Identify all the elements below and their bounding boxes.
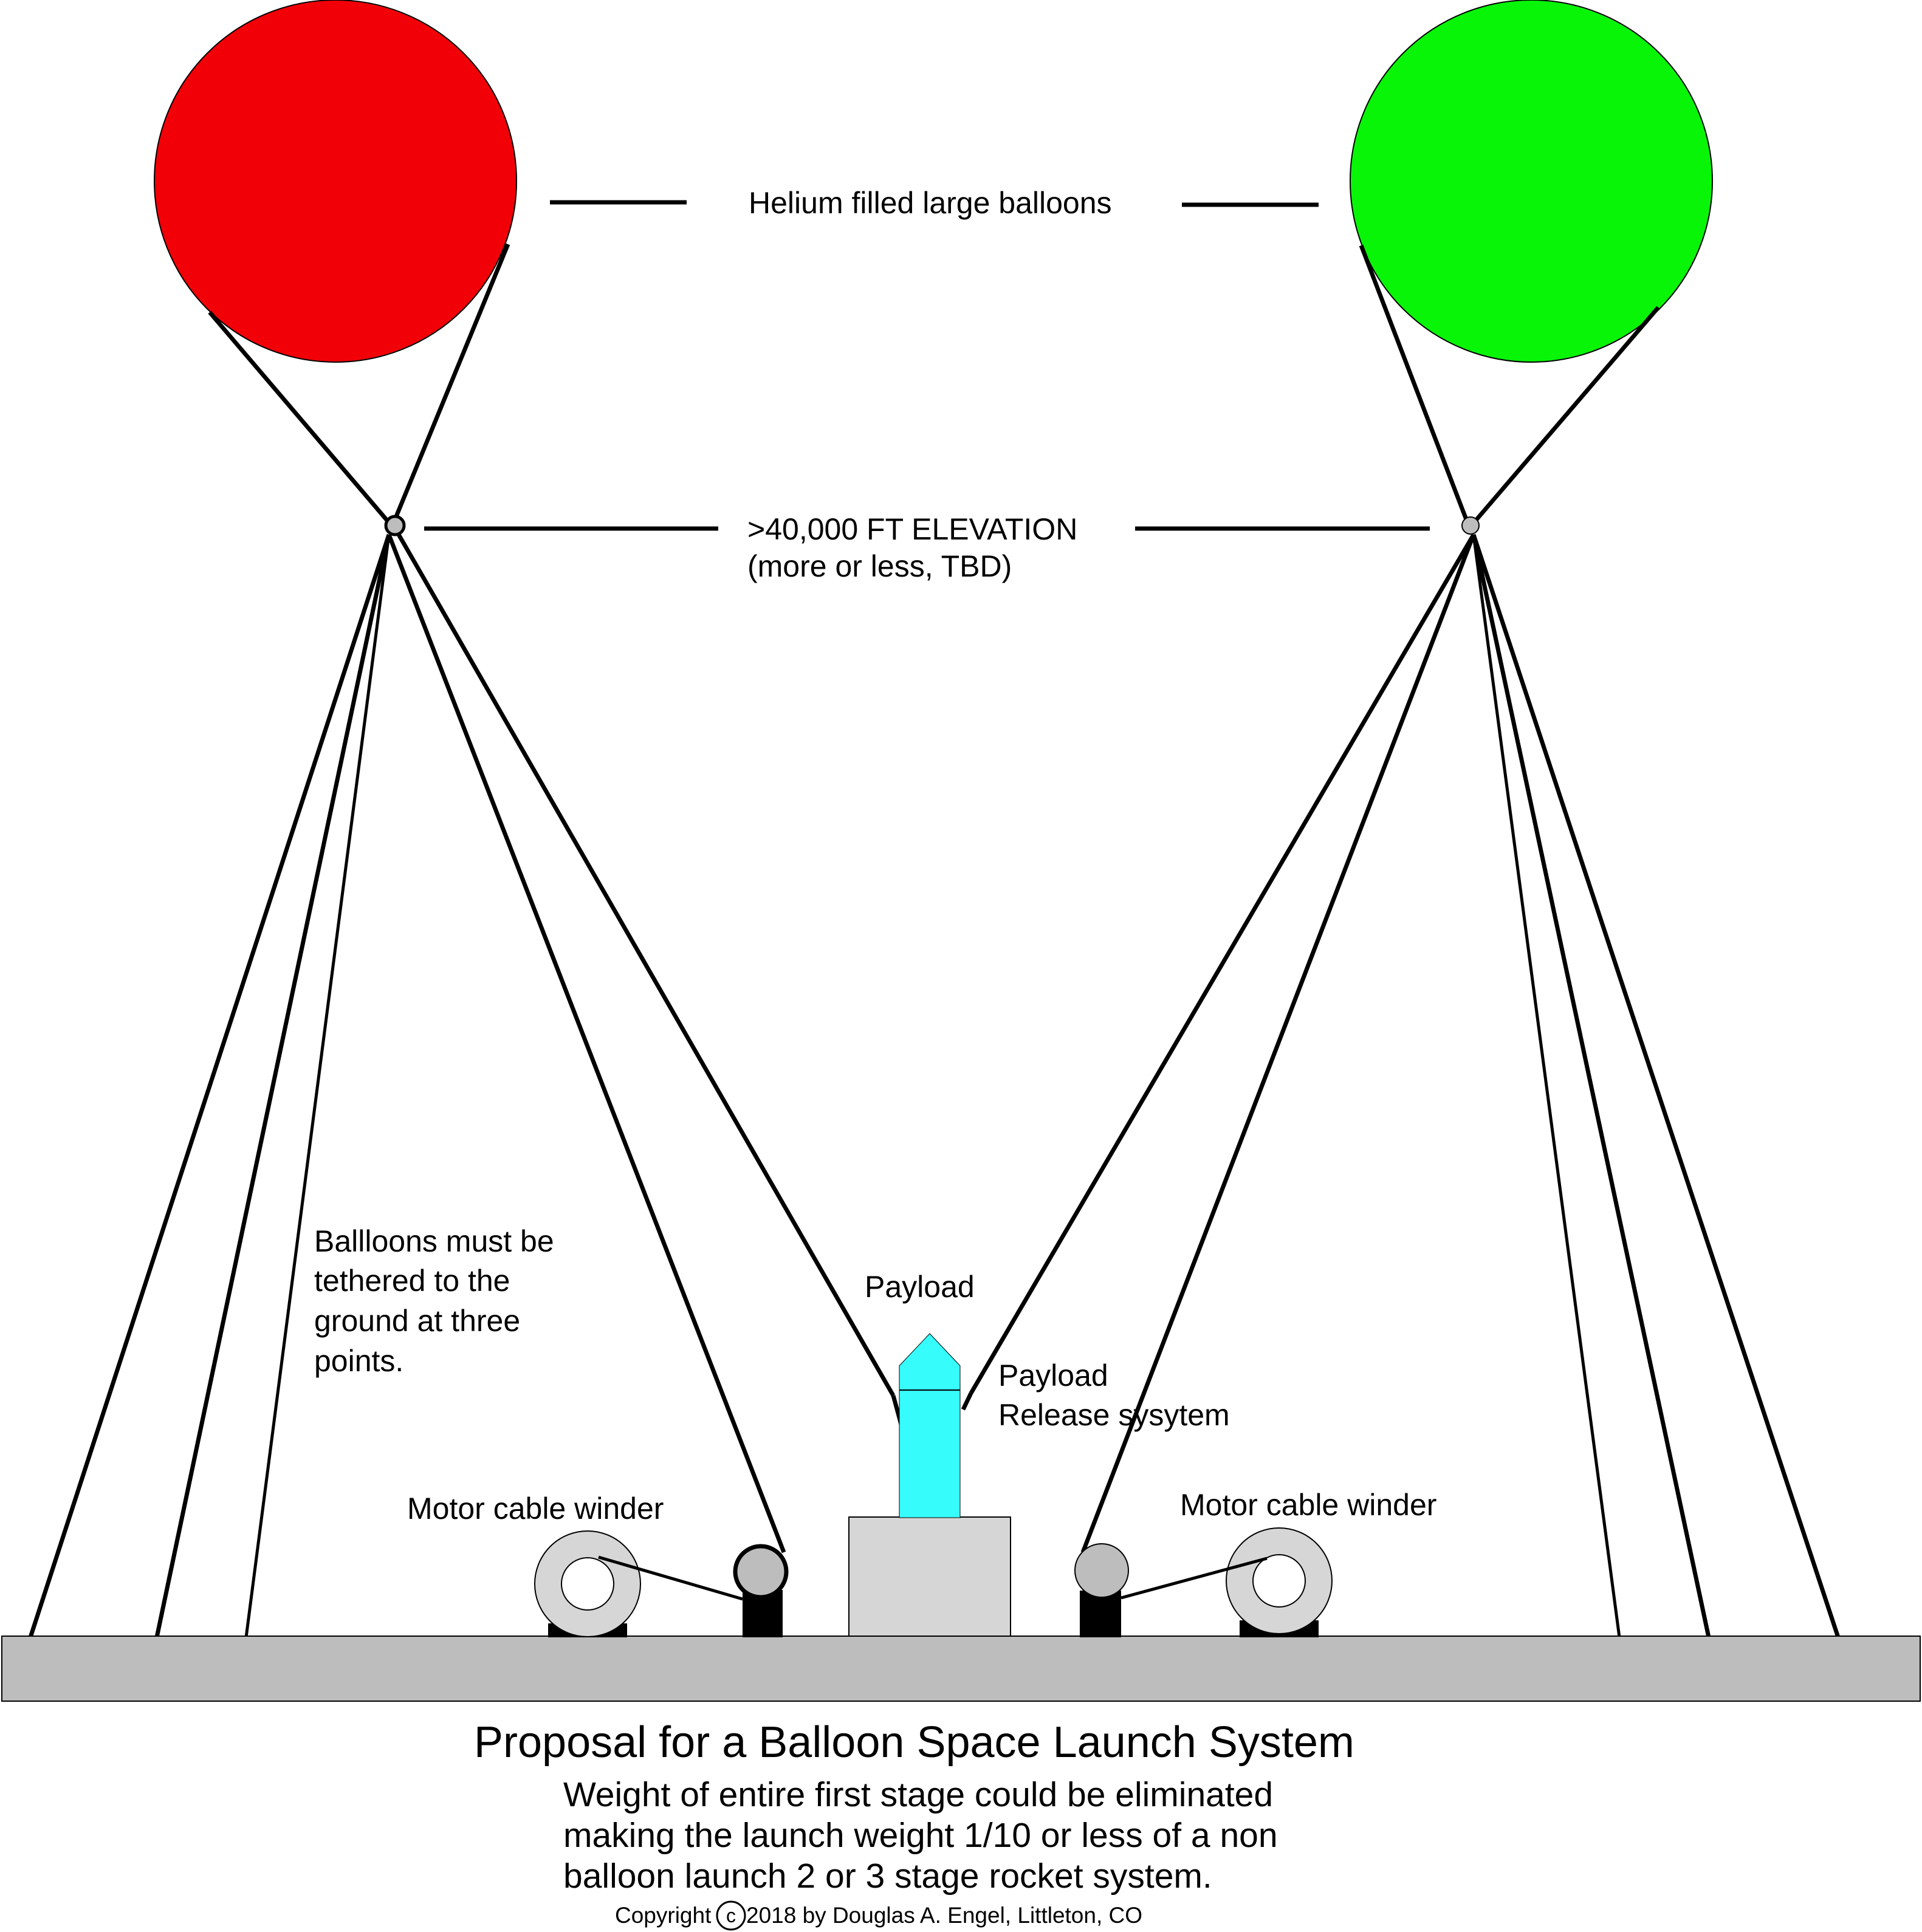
left-tether-hub xyxy=(384,515,406,536)
tether-note-line: tethered to the xyxy=(314,1264,510,1298)
copyright-symbol-ring xyxy=(716,1900,746,1931)
diagram-title: Proposal for a Balloon Space Launch Syst… xyxy=(474,1718,1354,1767)
copyright: Copyright c 2018 by Douglas A. Engel, Li… xyxy=(615,1900,1142,1931)
copyright-symbol: c xyxy=(726,1905,736,1927)
right-ground-tethers xyxy=(961,533,1841,1639)
tether-note-line: points. xyxy=(314,1344,403,1378)
payload-body xyxy=(899,1389,961,1518)
helium-label: Helium filled large balloons xyxy=(749,186,1112,220)
helium-leader-lines xyxy=(550,200,1319,207)
left-balloon xyxy=(154,0,517,363)
copyright-text: 2018 by Douglas A. Engel, Littleton, CO xyxy=(746,1903,1142,1928)
elevation-note: (more or less, TBD) xyxy=(747,549,1012,583)
tether-note-line: ground at three xyxy=(314,1304,520,1338)
release-system-label: Payload xyxy=(998,1358,1108,1392)
left-ground-tethers xyxy=(28,532,905,1639)
payload-nose xyxy=(899,1333,961,1391)
left-winder-label: Motor cable winder xyxy=(407,1492,664,1526)
payload-rocket xyxy=(899,1333,961,1518)
tether-note-line: Ballloons must be xyxy=(314,1224,554,1258)
ground xyxy=(1,1636,1921,1702)
elevation-label: >40,000 FT ELEVATION xyxy=(747,512,1077,546)
left-balloon-harness xyxy=(208,243,510,524)
payload-label: Payload xyxy=(865,1270,975,1304)
right-tether-hub xyxy=(1461,516,1480,535)
release-system-label-line2: Release sysytem xyxy=(998,1398,1230,1432)
right-motor-pulley xyxy=(1074,1543,1129,1598)
subtitle-line: balloon launch 2 or 3 stage rocket syste… xyxy=(563,1857,1212,1896)
subtitle-line: making the launch weight 1/10 or less of… xyxy=(563,1816,1278,1855)
right-winder-label: Motor cable winder xyxy=(1180,1488,1436,1522)
copyright-prefix: Copyright xyxy=(615,1903,712,1928)
right-balloon xyxy=(1350,0,1713,363)
left-winder-assembly xyxy=(534,1530,789,1637)
release-system-base xyxy=(848,1516,1011,1637)
subtitle-line: Weight of entire first stage could be el… xyxy=(563,1775,1273,1814)
tether-note: Ballloons must be tethered to the ground… xyxy=(314,1224,554,1378)
right-balloon-harness xyxy=(1359,244,1660,521)
right-motor-base xyxy=(1080,1591,1121,1637)
right-winder-assembly xyxy=(1074,1527,1333,1637)
left-motor-pulley xyxy=(733,1544,789,1600)
